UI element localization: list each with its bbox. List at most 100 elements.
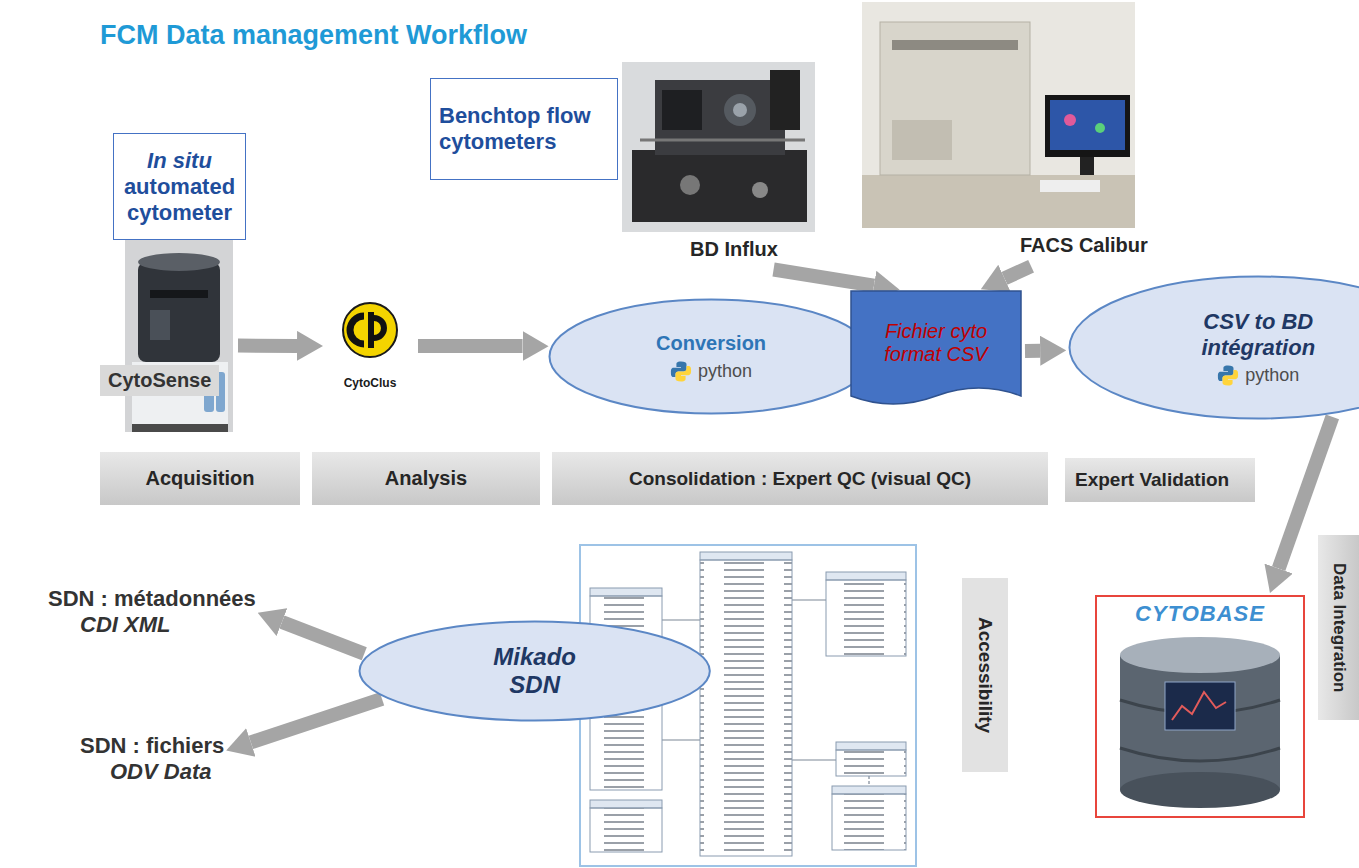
node-label: In situ — [147, 148, 212, 174]
node-label: CytoClus — [344, 376, 397, 390]
monitor — [1045, 95, 1130, 157]
flow-arrow — [282, 622, 364, 654]
process-ellipse: CSV to BD intégration python — [1068, 275, 1359, 420]
instrument-box: In situautomated cytometer — [113, 133, 246, 240]
node-label: FACS Calibur — [1020, 234, 1148, 257]
schema-table — [590, 808, 662, 852]
rail — [640, 139, 805, 142]
chart-screen — [1165, 682, 1235, 730]
cylinder-band — [1120, 748, 1280, 761]
instrument-box: Benchtop flow cytometers — [430, 78, 618, 180]
ellipse-outline — [548, 298, 874, 415]
cytoclus-logo — [343, 303, 397, 357]
node-label: Fichier cyto format CSV — [864, 320, 1008, 366]
monitor-screen — [1050, 100, 1125, 150]
node-label: python — [670, 361, 752, 382]
bd-influx-photo — [622, 62, 815, 232]
schema-table — [836, 750, 906, 776]
stage-bar: Consolidation : Expert QC (visual QC) — [552, 452, 1048, 505]
node-label: SDN : métadonnées — [48, 586, 256, 612]
lens — [733, 103, 747, 117]
process-ellipse: Mikado SDN — [358, 620, 711, 722]
node-label: Analysis — [385, 467, 467, 490]
stage-bar-vertical: Accessibility — [962, 578, 1008, 772]
node-label: Expert Validation — [1075, 469, 1229, 491]
instrument-panel — [150, 310, 170, 340]
logo-disc — [343, 303, 397, 357]
instrument-part — [770, 70, 800, 130]
instrument-body — [655, 80, 785, 155]
node-label: ODV Data — [80, 759, 211, 785]
schema-relation — [792, 599, 826, 600]
document-shape — [851, 291, 1021, 404]
instrument-photo-label: CytoSense — [100, 240, 235, 432]
database-box: CYTOBASE — [1095, 595, 1305, 818]
schema-relation — [792, 759, 836, 760]
instrument-panel — [892, 120, 952, 160]
logo-mark — [350, 316, 364, 344]
node-label: Data Integration — [1329, 563, 1349, 692]
bench — [862, 175, 1135, 228]
instrument-slot — [892, 40, 1018, 50]
node-label: Benchtop flow cytometers — [439, 103, 609, 155]
flow-arrow — [774, 269, 874, 285]
screen-dot — [1095, 123, 1105, 133]
instrument-caption: BD Influx — [688, 238, 780, 269]
stage-bar: Analysis — [312, 452, 540, 505]
picture-ground — [1097, 597, 1303, 816]
schema-relation — [868, 776, 869, 786]
stage-bar: Acquisition — [100, 452, 300, 505]
schema-table-head — [590, 588, 662, 596]
schema-table-head — [590, 800, 662, 808]
node-label: Mikado SDN — [493, 643, 576, 699]
flow-arrow — [1025, 344, 1040, 358]
chart-line — [1172, 692, 1226, 720]
ellipse-shape — [550, 300, 873, 414]
diagram-title: FCM Data management Workflow — [100, 20, 527, 51]
photo-ground — [622, 62, 815, 232]
flow-arrow — [418, 339, 523, 353]
stage-bar: Expert Validation — [1065, 458, 1255, 502]
knob — [680, 175, 700, 195]
instrument-body — [138, 262, 220, 362]
output-text: SDN : fichiersODV Data — [80, 733, 224, 785]
node-label: python — [1217, 365, 1299, 386]
schema-relation — [662, 739, 700, 740]
schema-relation — [662, 619, 700, 620]
node-label: CYTOBASE — [1135, 601, 1265, 627]
process-ellipse: Conversion python — [548, 298, 874, 415]
cylinder-bottom — [1120, 772, 1280, 808]
flow-arrow — [1004, 266, 1031, 278]
logo-mark — [374, 318, 384, 338]
node-label: SDN : fichiers — [80, 733, 224, 759]
node-label: Acquisition — [146, 467, 255, 490]
monitor-stand — [1080, 157, 1094, 175]
ellipse-shape — [360, 622, 710, 721]
schema-table-head — [832, 786, 906, 794]
schema-table — [832, 794, 906, 850]
facs-calibur-photo — [862, 2, 1135, 228]
flow-arrow — [238, 339, 297, 353]
lens — [724, 94, 756, 126]
instrument-foot — [132, 424, 228, 432]
document-shape-box: Fichier cyto format CSV — [850, 290, 1022, 412]
cytosense-photo — [125, 240, 233, 432]
instrument-part — [662, 90, 702, 130]
node-label: Conversion — [656, 332, 766, 355]
schema-table-head — [826, 572, 906, 580]
node-label: CSV to BD intégration — [1201, 309, 1315, 361]
stage-bar-vertical: Data Integration — [1318, 535, 1359, 720]
screen-dot — [1064, 114, 1076, 126]
schema-table — [700, 560, 792, 856]
schema-table-head — [836, 742, 906, 750]
software-logo: CytoClus — [325, 300, 415, 392]
ellipse-shape — [1070, 277, 1359, 419]
photo-ground — [125, 240, 233, 432]
schema-table-head — [700, 552, 792, 560]
node-label: Consolidation : Expert QC (visual QC) — [629, 468, 971, 490]
logo-mark — [368, 312, 374, 348]
instrument-top — [138, 253, 220, 271]
schema-table — [826, 580, 906, 656]
photo-ground — [862, 2, 1135, 228]
